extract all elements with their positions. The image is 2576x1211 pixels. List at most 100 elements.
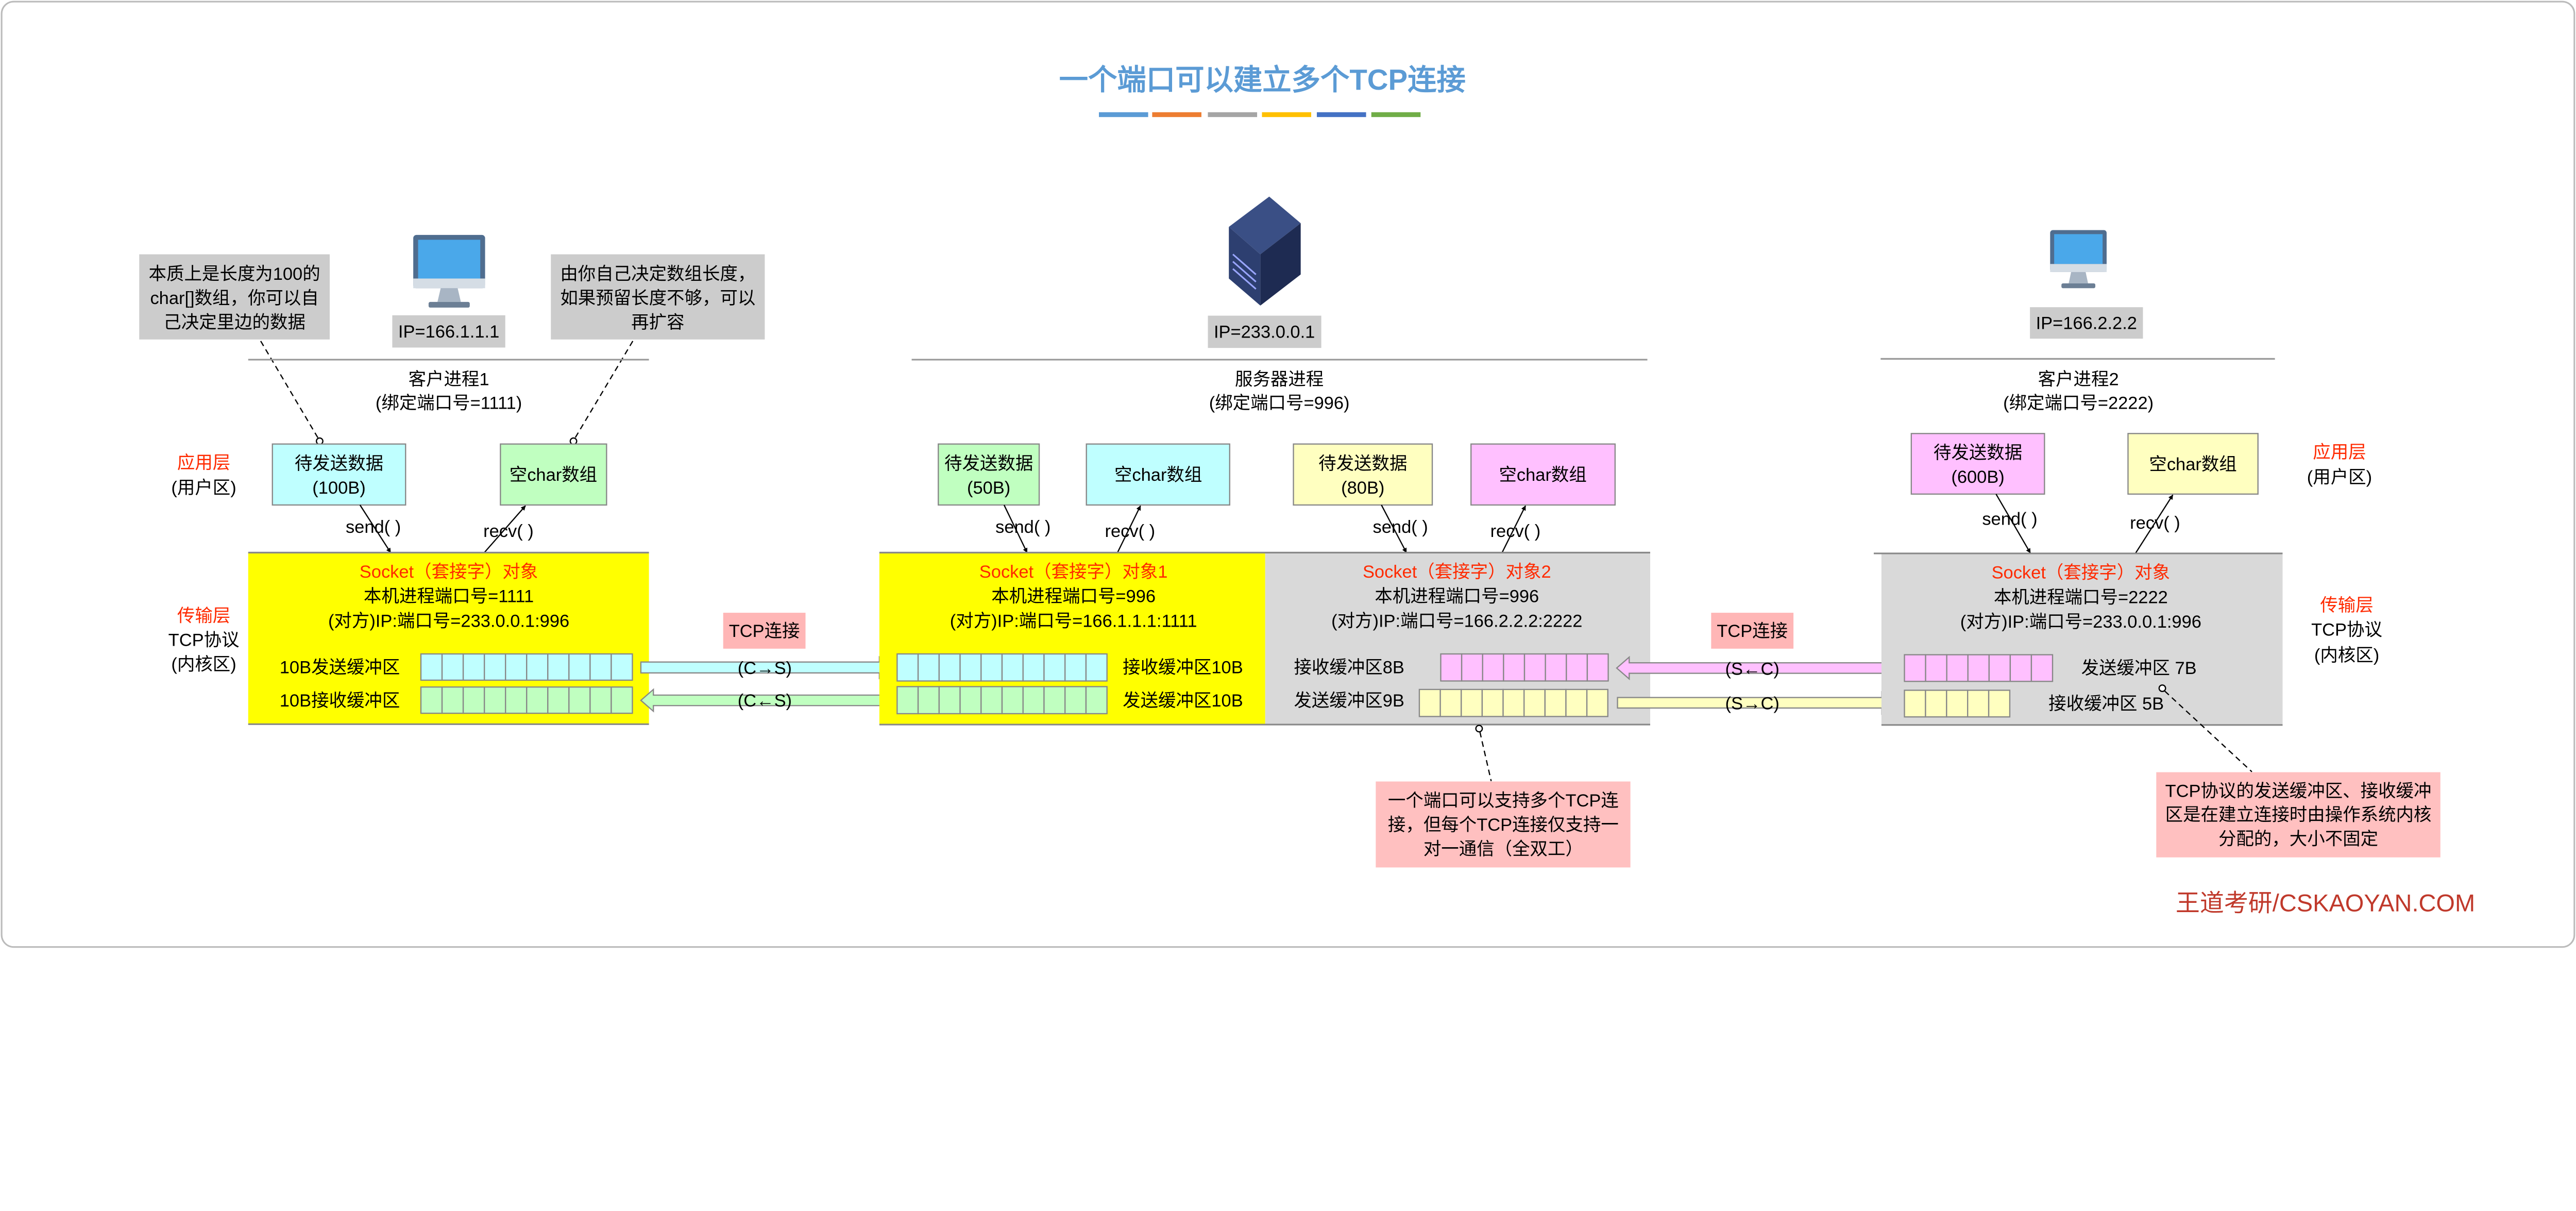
note-line: char[]数组，你可以自	[150, 289, 318, 308]
send-call: send( )	[346, 517, 401, 537]
client2-bind: (绑定端口号=2222)	[2003, 394, 2154, 413]
buffer-cell	[1043, 653, 1066, 682]
buffer-cell	[589, 653, 612, 681]
title-color-bar	[1208, 112, 1258, 117]
buffer-cell	[1439, 688, 1462, 717]
recv-buffer	[420, 686, 633, 714]
buffer-cell	[1001, 686, 1024, 715]
direction-label: (S→C)	[1725, 694, 1780, 713]
arrow-client-to-server	[1616, 655, 1895, 681]
box-line: (80B)	[1341, 478, 1384, 498]
socket-title: Socket（套接字）对象1	[979, 562, 1168, 582]
buffer-cell	[483, 653, 506, 681]
client2-process: 客户进程2	[2038, 369, 2119, 389]
buffer-cell	[1566, 653, 1588, 682]
buffer-cell	[568, 686, 591, 714]
title-color-bar	[1262, 112, 1312, 117]
title-color-bar	[1316, 112, 1366, 117]
buffer-cell	[420, 686, 443, 714]
socket-title: Socket（套接字）对象2	[1363, 562, 1551, 582]
buffer-cell	[917, 686, 940, 715]
buffer-cell	[1085, 653, 1108, 682]
recv-buffer-label: 接收缓冲区10B	[1123, 658, 1243, 678]
recv-arrow	[484, 505, 526, 553]
client2-ip-box	[2030, 307, 2143, 339]
buffer-cell	[505, 686, 528, 714]
tcp-connection-label-box	[1711, 613, 1794, 649]
buffer-cell	[1461, 653, 1483, 682]
buffer-cell	[1418, 688, 1441, 717]
buffer-cell	[1904, 689, 1926, 718]
transport-layer-label: 传输层	[2320, 596, 2373, 615]
dashed-connector	[2164, 691, 2252, 772]
recv-buffer	[896, 653, 1108, 682]
recv-call: recv( )	[1490, 522, 1541, 541]
kernel-space-label: (内核区)	[171, 654, 236, 674]
connector-dot	[2158, 684, 2166, 693]
buffer-cell	[1022, 686, 1045, 715]
note-line: 己决定里边的数据	[163, 313, 306, 332]
box-line: 待发送数据	[1934, 443, 2022, 463]
buffer-cell	[959, 653, 982, 682]
socket-remote: (对方)IP:端口号=233.0.0.1:996	[1960, 612, 2201, 632]
s1-send-data-box	[938, 443, 1040, 506]
socket-local-port: 本机进程端口号=2222	[1994, 587, 2168, 607]
buffer-cell	[1565, 688, 1588, 717]
buffer-cell	[917, 653, 940, 682]
buffer-cell	[1586, 688, 1608, 717]
tcp-protocol-label: TCP协议	[2311, 620, 2382, 640]
buffer-cell	[1022, 653, 1045, 682]
box-line: 空char数组	[2149, 455, 2236, 475]
client1-group: IP=166.1.1.1 本质上是长度为100的 char[]数组，你可以自 己…	[139, 234, 765, 725]
buffer-cell	[611, 653, 633, 681]
send-buffer-label: 10B发送缓冲区	[280, 658, 400, 678]
socket-local-port: 本机进程端口号=1111	[364, 587, 534, 607]
monitor-icon	[2050, 230, 2107, 289]
buffer-cell	[2030, 654, 2054, 682]
recv-arrow	[1116, 505, 1141, 553]
buffer-cell	[1925, 654, 1947, 682]
note-buffer-allocation	[2156, 772, 2441, 857]
s1-recv-array-box	[1086, 443, 1230, 506]
send-arrow	[1995, 494, 2031, 553]
send-buffer-label: 发送缓冲区10B	[1123, 691, 1243, 711]
socket-title: Socket（套接字）对象	[1992, 563, 2170, 583]
monitor-icon	[413, 234, 485, 308]
client1-ip-box	[392, 315, 505, 348]
buffer-cell	[441, 653, 464, 681]
tcp-connection-label-box	[723, 613, 806, 649]
server-group: IP=233.0.0.1 服务器进程 (绑定端口号=996) 待发送数据 (50…	[879, 196, 1651, 868]
send-call: send( )	[1982, 509, 2037, 529]
buffer-cell	[589, 686, 612, 714]
diagram-canvas: 一个端口可以建立多个TCP连接 IP=166.1.1.1 本质上是长度为100的…	[1, 1, 2575, 948]
socket-remote: (对方)IP:端口号=166.2.2.2:2222	[1331, 612, 1582, 631]
recv-arrow	[2135, 494, 2174, 553]
buffer-cell	[1043, 686, 1066, 715]
buffer-cell	[1988, 689, 2011, 718]
recv-call: recv( )	[1105, 522, 1156, 541]
title-color-bar	[1371, 112, 1421, 117]
title-color-bar	[1152, 112, 1201, 117]
send-buffer	[1904, 654, 2054, 682]
note-one-port-many-connections	[1376, 781, 1631, 868]
buffer-cell	[1064, 653, 1087, 682]
socket-remote: (对方)IP:端口号=233.0.0.1:996	[328, 612, 569, 631]
buffer-cell	[1967, 654, 1990, 682]
note-line: 如果预留长度不够，可以	[560, 289, 755, 308]
socket-local-port: 本机进程端口号=996	[1375, 587, 1539, 607]
client2-group: IP=166.2.2.2 客户进程2 (绑定端口号=2222) 应用层 (用户区…	[1873, 230, 2441, 857]
recv-call: recv( )	[483, 522, 534, 541]
buffer-cell	[526, 653, 549, 681]
client1-ip: IP=166.1.1.1	[398, 322, 499, 342]
client2-ip: IP=166.2.2.2	[2036, 313, 2137, 333]
box-line: (50B)	[967, 478, 1010, 498]
direction-label: (S←C)	[1725, 660, 1780, 679]
box-line: 空char数组	[1499, 465, 1586, 485]
buffer-cell	[980, 686, 1003, 715]
app-layer-label: 应用层	[177, 453, 230, 473]
client1-bind: (绑定端口号=1111)	[376, 394, 522, 413]
note-line: TCP协议的发送缓冲区、接收缓冲	[2165, 781, 2432, 801]
buffer-cell	[611, 686, 633, 714]
server-bind: (绑定端口号=996)	[1209, 394, 1350, 413]
buffer-cell	[959, 686, 982, 715]
